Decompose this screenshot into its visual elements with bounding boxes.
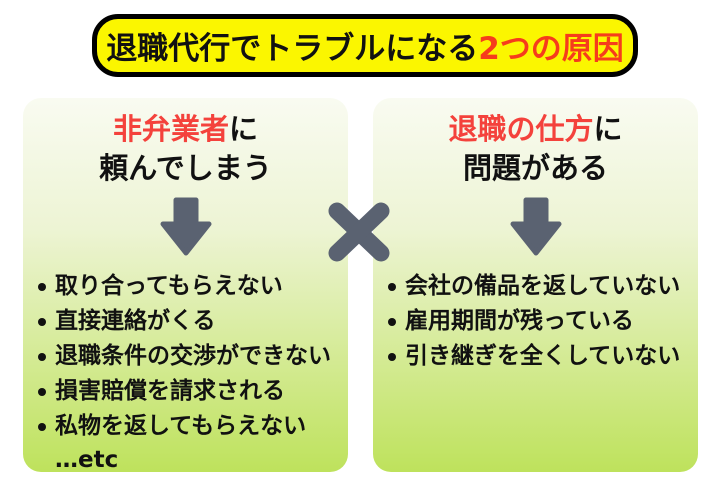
title-accent-text: 2つの原因 bbox=[478, 31, 624, 67]
list-item: 引き継ぎを全くしていない bbox=[388, 339, 692, 374]
title-text: 退職代行でトラブルになる bbox=[106, 31, 479, 67]
etc-footnote: …etc bbox=[55, 447, 119, 472]
list-item: 会社の備品を返していない bbox=[388, 269, 692, 304]
cause-panel-left: 非弁業者に 頼んでしまう 取り合ってもらえない 直接連絡がくる 退職条件の交渉が… bbox=[23, 98, 348, 472]
columns-row: 非弁業者に 頼んでしまう 取り合ってもらえない 直接連絡がくる 退職条件の交渉が… bbox=[23, 98, 698, 472]
heading-line2: 問題がある bbox=[462, 151, 608, 185]
consequence-list-right: 会社の備品を返していない 雇用期間が残っている 引き継ぎを全くしていない bbox=[373, 269, 698, 374]
list-item: 私物を返してもらえない bbox=[38, 409, 342, 444]
cause-heading-right: 退職の仕方に 問題がある bbox=[373, 110, 698, 188]
heading-accent: 退職の仕方 bbox=[448, 112, 594, 146]
list-item: 雇用期間が残っている bbox=[388, 304, 692, 339]
cause-panel-right: 退職の仕方に 問題がある 会社の備品を返していない 雇用期間が残っている 引き継… bbox=[373, 98, 698, 472]
list-item: 取り合ってもらえない bbox=[38, 269, 342, 304]
consequence-list-left: 取り合ってもらえない 直接連絡がくる 退職条件の交渉ができない 損害賠償を請求さ… bbox=[23, 269, 348, 444]
x-mark-icon bbox=[325, 201, 393, 263]
down-arrow-icon bbox=[160, 197, 212, 257]
heading-suffix: に bbox=[229, 112, 259, 146]
list-item: 損害賠償を請求される bbox=[38, 374, 342, 409]
down-arrow-icon bbox=[510, 197, 562, 257]
cause-heading-left: 非弁業者に 頼んでしまう bbox=[23, 110, 348, 188]
heading-accent: 非弁業者 bbox=[112, 112, 229, 146]
heading-suffix: に bbox=[593, 112, 623, 146]
list-item: 直接連絡がくる bbox=[38, 304, 342, 339]
heading-line2: 頼んでしまう bbox=[99, 151, 272, 185]
list-item: 退職条件の交渉ができない bbox=[38, 339, 342, 374]
